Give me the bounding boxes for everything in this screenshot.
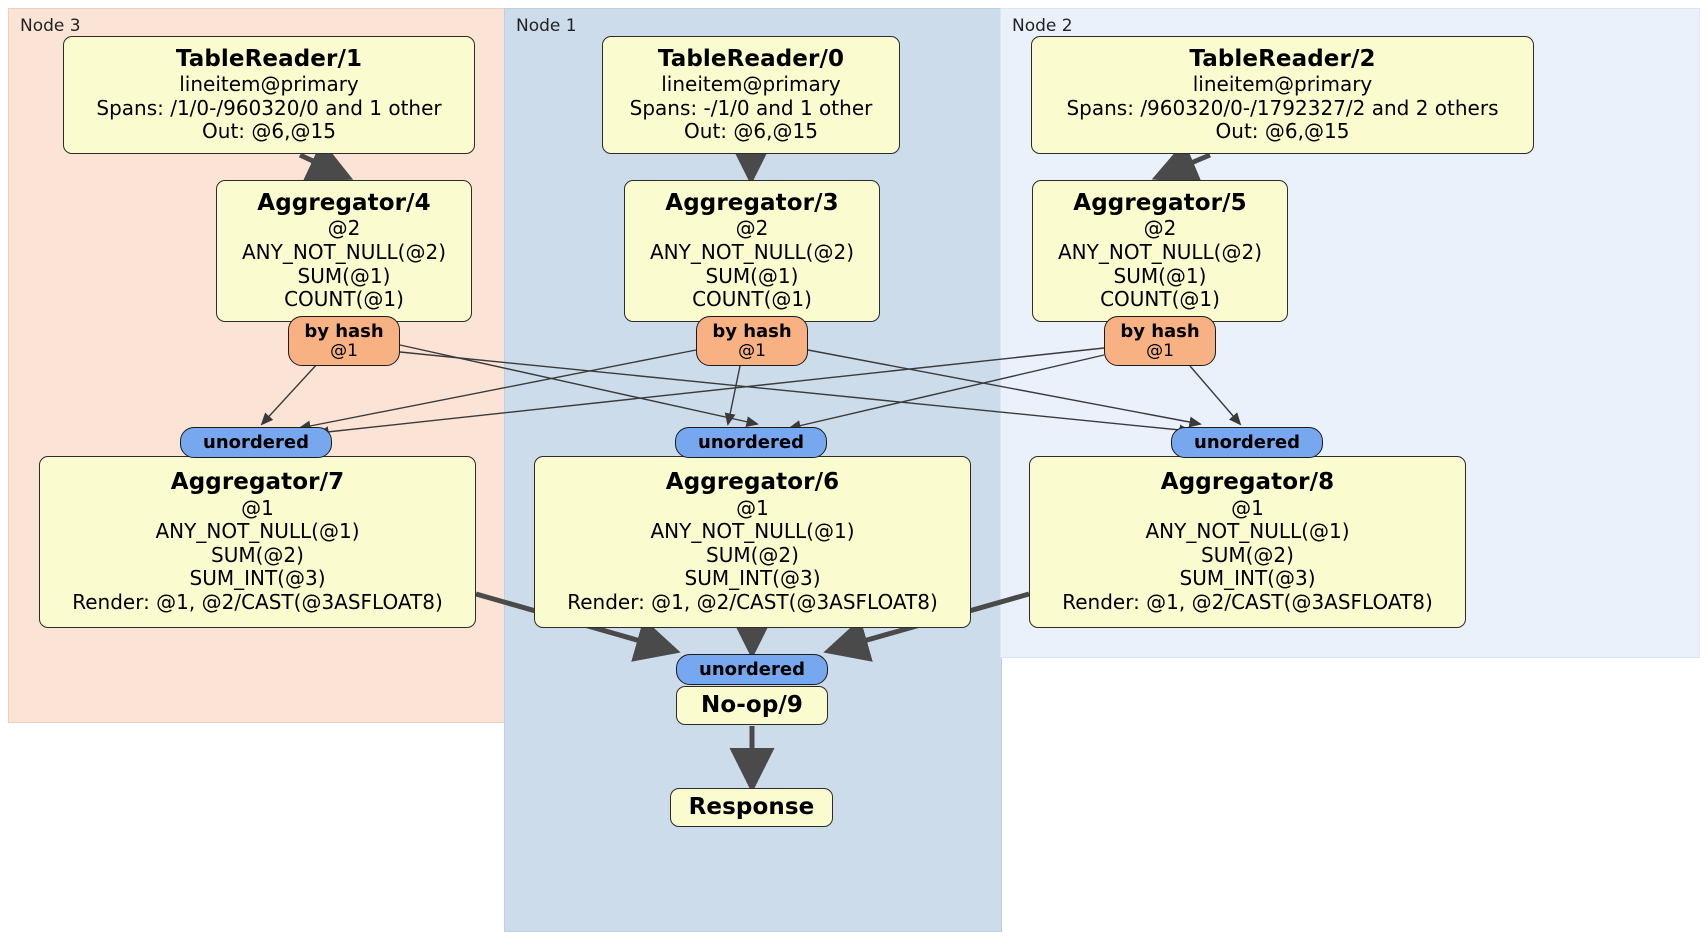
box-line: COUNT(@1): [692, 287, 812, 312]
box-line: SUM(@1): [297, 263, 391, 288]
ordering-label: unordered: [699, 658, 805, 680]
box-line: SUM(@1): [1113, 263, 1207, 288]
router-type-label: by hash: [304, 320, 384, 342]
box-line: Out: @6,@15: [202, 119, 336, 144]
router-type-label: by hash: [712, 320, 792, 342]
box-title: TableReader/1: [175, 46, 363, 73]
ordering-badge-unordered-agg7[interactable]: unordered: [180, 427, 332, 458]
box-line: @2: [327, 216, 361, 241]
box-line: ANY_NOT_NULL(@2): [242, 239, 446, 264]
box-line: SUM_INT(@3): [684, 566, 821, 591]
box-line: Out: @6,@15: [1215, 119, 1350, 144]
box-line: Spans: /1/0-/960320/0 and 1 other: [96, 95, 442, 120]
box-title: TableReader/0: [657, 46, 845, 73]
box-line: @2: [1143, 216, 1177, 241]
box-line: @2: [735, 216, 769, 241]
box-line: @1: [1231, 495, 1264, 520]
plan-box-noop-9[interactable]: No-op/9: [676, 686, 828, 725]
box-line: Spans: -/1/0 and 1 other: [629, 95, 873, 120]
box-line: ANY_NOT_NULL(@2): [650, 239, 854, 264]
plan-box-tablereader-2[interactable]: TableReader/2 lineitem@primary Spans: /9…: [1031, 36, 1534, 154]
box-line: Render: @1, @2/CAST(@3ASFLOAT8): [1062, 589, 1433, 614]
router-column-label: @1: [738, 340, 766, 361]
node-label-node2: Node 2: [1012, 16, 1073, 36]
router-badge-by-hash-agg3[interactable]: by hash @1: [696, 316, 808, 366]
box-title: Response: [688, 793, 815, 820]
box-line: Render: @1, @2/CAST(@3ASFLOAT8): [567, 589, 938, 614]
box-line: SUM(@2): [706, 542, 799, 567]
box-title: Aggregator/3: [665, 190, 839, 217]
plan-box-aggregator-7[interactable]: Aggregator/7 @1 ANY_NOT_NULL(@1) SUM(@2)…: [39, 456, 476, 628]
box-line: SUM_INT(@3): [189, 566, 326, 591]
ordering-badge-unordered-agg8[interactable]: unordered: [1171, 427, 1323, 458]
box-line: COUNT(@1): [284, 287, 404, 312]
box-line: Out: @6,@15: [684, 119, 818, 144]
plan-box-aggregator-3[interactable]: Aggregator/3 @2 ANY_NOT_NULL(@2) SUM(@1)…: [624, 180, 880, 322]
node-label-node3: Node 3: [20, 16, 81, 36]
box-line: ANY_NOT_NULL(@1): [155, 519, 360, 544]
box-title: Aggregator/6: [665, 469, 840, 496]
box-title: TableReader/2: [1189, 46, 1376, 73]
plan-box-aggregator-4[interactable]: Aggregator/4 @2 ANY_NOT_NULL(@2) SUM(@1)…: [216, 180, 472, 322]
box-line: lineitem@primary: [661, 72, 841, 97]
box-line: SUM(@2): [1201, 542, 1294, 567]
ordering-label: unordered: [698, 431, 804, 453]
plan-box-tablereader-0[interactable]: TableReader/0 lineitem@primary Spans: -/…: [602, 36, 900, 154]
box-title: Aggregator/4: [257, 190, 431, 217]
box-line: @1: [736, 495, 769, 520]
router-column-label: @1: [330, 340, 358, 361]
router-type-label: by hash: [1120, 320, 1200, 342]
box-line: COUNT(@1): [1100, 287, 1220, 312]
box-line: @1: [241, 495, 274, 520]
box-line: SUM(@2): [211, 542, 304, 567]
box-line: lineitem@primary: [179, 72, 359, 97]
box-line: ANY_NOT_NULL(@1): [1145, 519, 1350, 544]
box-title: Aggregator/8: [1160, 469, 1335, 496]
box-line: SUM(@1): [705, 263, 799, 288]
plan-box-response[interactable]: Response: [670, 788, 833, 827]
box-title: Aggregator/5: [1073, 190, 1247, 217]
router-badge-by-hash-agg5[interactable]: by hash @1: [1104, 316, 1216, 366]
ordering-label: unordered: [203, 431, 309, 453]
box-line: SUM_INT(@3): [1179, 566, 1316, 591]
box-line: Spans: /960320/0-/1792327/2 and 2 others: [1066, 95, 1499, 120]
box-title: No-op/9: [701, 691, 803, 718]
box-line: lineitem@primary: [1192, 72, 1373, 97]
ordering-badge-unordered-agg6[interactable]: unordered: [675, 427, 827, 458]
box-line: ANY_NOT_NULL(@1): [650, 519, 855, 544]
box-line: ANY_NOT_NULL(@2): [1058, 239, 1262, 264]
box-title: Aggregator/7: [170, 469, 345, 496]
plan-box-tablereader-1[interactable]: TableReader/1 lineitem@primary Spans: /1…: [63, 36, 475, 154]
ordering-label: unordered: [1194, 431, 1300, 453]
router-column-label: @1: [1146, 340, 1174, 361]
node-label-node1: Node 1: [516, 16, 577, 36]
plan-box-aggregator-5[interactable]: Aggregator/5 @2 ANY_NOT_NULL(@2) SUM(@1)…: [1032, 180, 1288, 322]
ordering-badge-unordered-noop9[interactable]: unordered: [676, 654, 828, 685]
router-badge-by-hash-agg4[interactable]: by hash @1: [288, 316, 400, 366]
box-line: Render: @1, @2/CAST(@3ASFLOAT8): [72, 589, 443, 614]
plan-box-aggregator-8[interactable]: Aggregator/8 @1 ANY_NOT_NULL(@1) SUM(@2)…: [1029, 456, 1466, 628]
plan-box-aggregator-6[interactable]: Aggregator/6 @1 ANY_NOT_NULL(@1) SUM(@2)…: [534, 456, 971, 628]
